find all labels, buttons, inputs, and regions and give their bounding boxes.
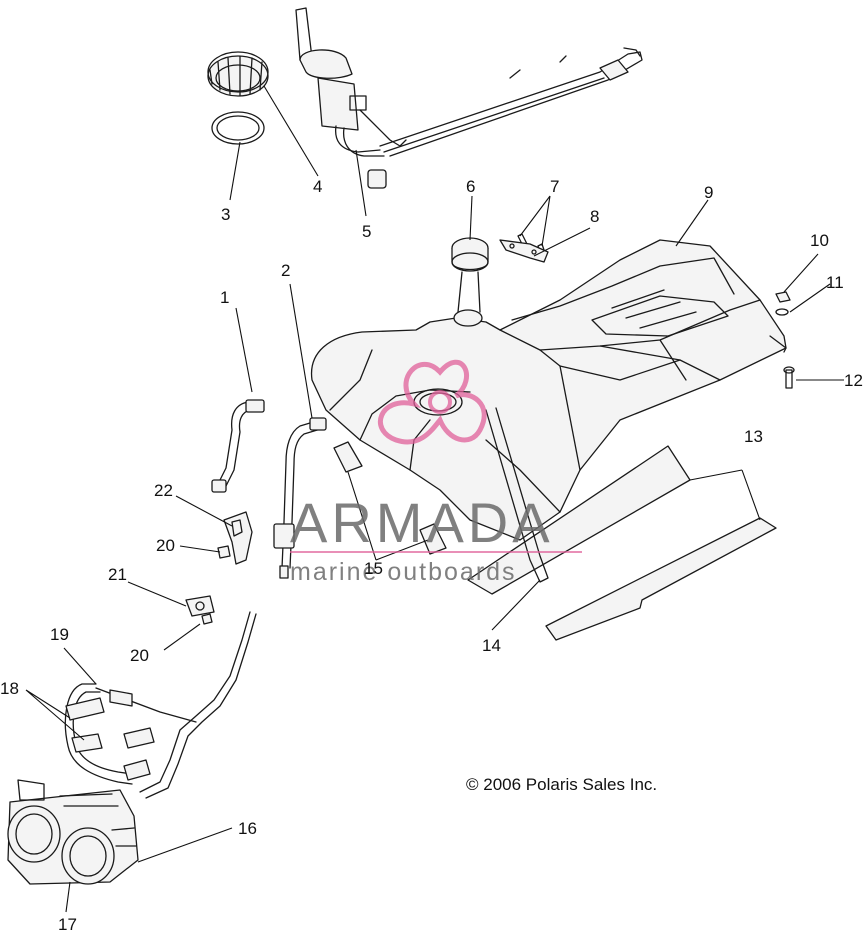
fuel-cap [413,237,489,416]
callout-2: 2 [281,261,290,280]
callout-20b: 20 [130,646,149,665]
callout-1: 1 [220,288,229,307]
throttle-body [7,779,139,885]
tank-pads [467,445,777,641]
watermark-logo-icon [377,359,487,445]
callout-20a: 20 [156,536,175,555]
callout-18: 18 [0,679,19,698]
vent-tube [485,407,549,583]
callout-labels: 1 2 3 4 5 6 7 8 9 10 11 12 13 14 15 16 1… [0,177,863,932]
fuel-pump-assembly [295,7,643,189]
watermark: ARMADA marine outboards [290,359,582,586]
callout-4: 4 [313,177,322,196]
callout-19: 19 [50,625,69,644]
callout-10: 10 [810,231,829,250]
callout-7: 7 [550,177,559,196]
callout-17: 17 [58,915,77,932]
callout-8: 8 [590,207,599,226]
callout-9: 9 [704,183,713,202]
lock-ring [207,51,269,97]
callout-16: 16 [238,819,257,838]
small-hardware [499,233,795,389]
bracket-clamp-hardware [185,511,253,625]
callout-11: 11 [826,273,844,292]
watermark-brand: ARMADA [290,491,554,554]
small-pads [333,441,447,555]
watermark-tagline: marine outboards [290,558,517,586]
gasket [211,111,265,145]
fuel-rail-injectors [64,611,257,799]
leader-lines [25,85,844,913]
callout-3: 3 [221,205,230,224]
copyright-notice: © 2006 Polaris Sales Inc. [466,775,657,794]
callout-13: 13 [744,427,763,446]
callout-6: 6 [466,177,475,196]
callout-12: 12 [844,371,863,390]
callout-21: 21 [108,565,127,584]
fuel-hose-2 [273,417,327,579]
callout-14: 14 [482,636,501,655]
fuel-hose-1 [211,399,265,493]
callout-15: 15 [364,559,383,578]
callout-22: 22 [154,481,173,500]
callout-5: 5 [362,222,371,241]
